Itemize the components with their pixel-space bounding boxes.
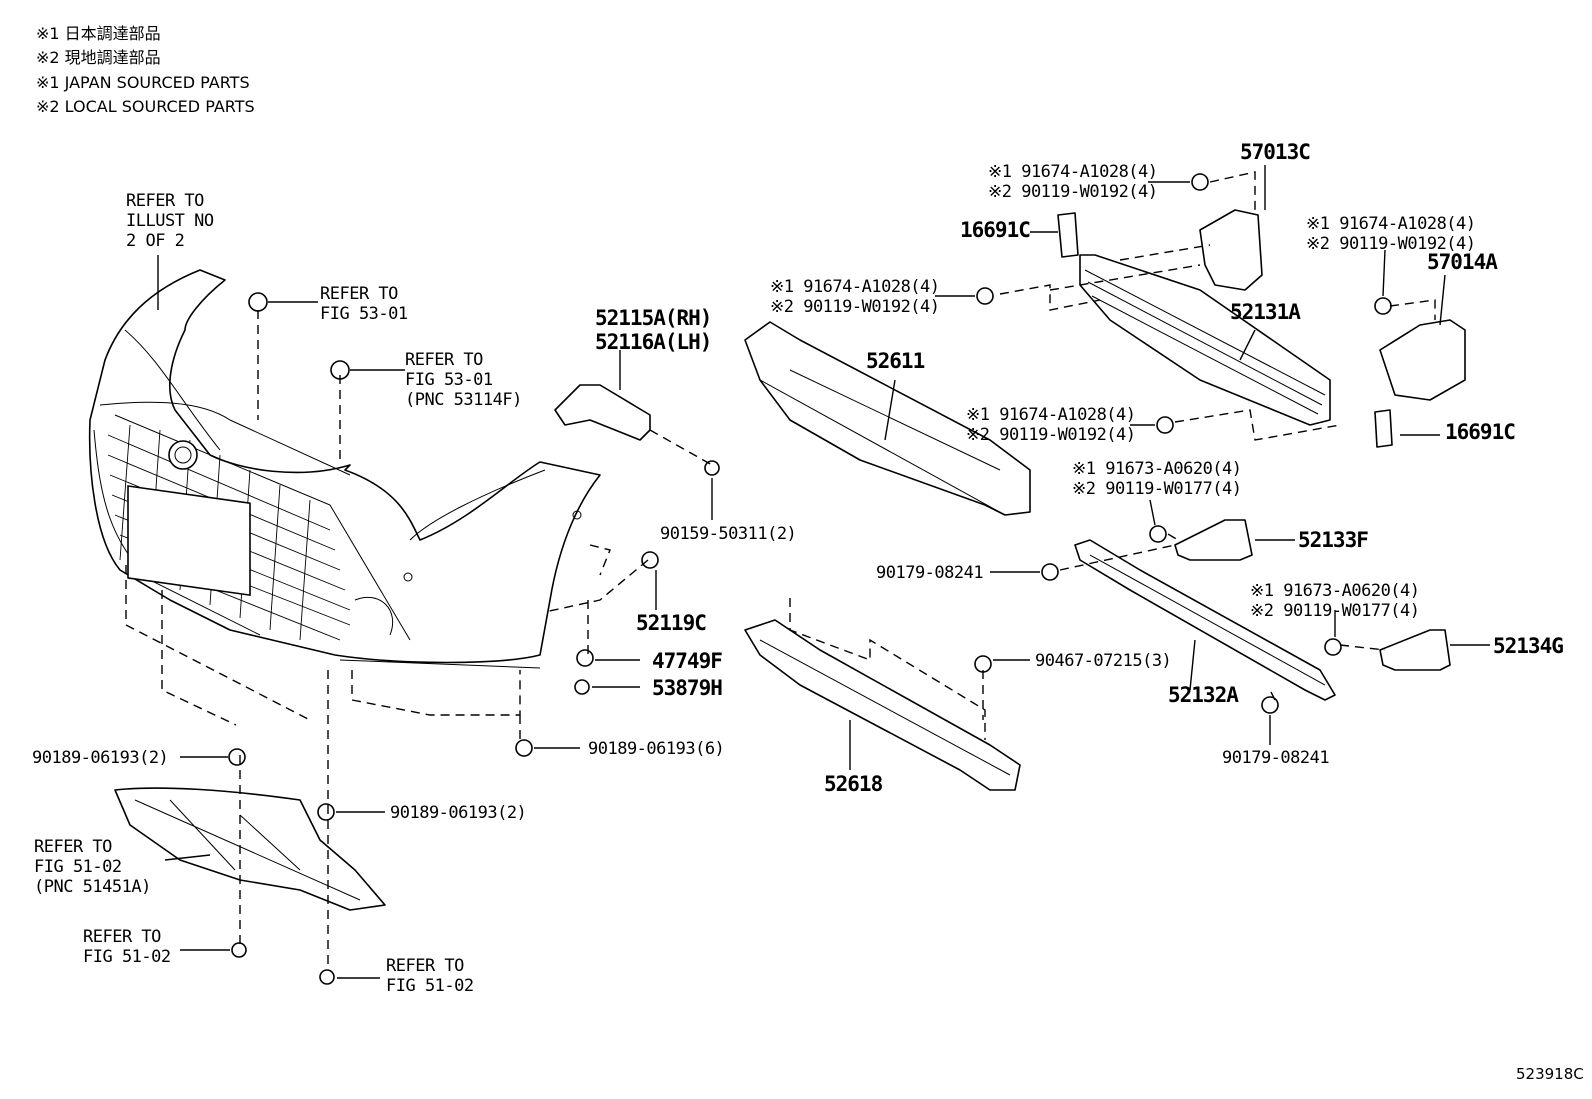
part-52131A[interactable]: 52131A [1230,300,1301,324]
part-16691C-right[interactable]: 16691C [1445,420,1516,444]
absorber-52618-drawing [744,619,1021,791]
reinforcement-52131A-drawing [1079,254,1331,426]
fastener-90179-b[interactable]: 90179-08241 [1222,748,1330,768]
refer-fig53-callout-b: REFER TO FIG 53-01 (PNC 53114F) [405,350,522,410]
fastener-52133[interactable]: ※1 91673-A0620(4) ※2 90119-W0177(4) [1072,459,1242,499]
part-52132A[interactable]: 52132A [1168,683,1239,707]
note-japan-jp: ※1 日本調達部品 [36,24,161,43]
fastener-90189-a[interactable]: 90189-06193(2) [32,748,169,768]
note-japan-en: ※1 JAPAN SOURCED PARTS [36,73,250,92]
fastener-top[interactable]: ※1 91674-A1028(4) ※2 90119-W0192(4) [988,162,1158,202]
bracket-57013C-drawing [1199,209,1263,291]
fastener-90189-c[interactable]: 90189-06193(2) [390,803,527,823]
fastener-right[interactable]: ※1 91674-A1028(4) ※2 90119-W0192(4) [1306,214,1476,254]
part-52611[interactable]: 52611 [866,349,925,373]
part-53879H[interactable]: 53879H [652,676,723,700]
fastener-52134[interactable]: ※1 91673-A0620(4) ※2 90119-W0177(4) [1250,581,1420,621]
refer-fig51-callout-a: REFER TO FIG 51-02 [83,927,171,967]
part-47749F[interactable]: 47749F [652,649,723,673]
support-52132A-drawing [1074,539,1336,701]
fastener-mid[interactable]: ※1 91674-A1028(4) ※2 90119-W0192(4) [966,405,1136,445]
part-57013C[interactable]: 57013C [1240,140,1311,164]
fastener-left[interactable]: ※1 91674-A1028(4) ※2 90119-W0192(4) [770,277,940,317]
refer-illust-callout: REFER TO ILLUST NO 2 OF 2 [126,191,214,251]
part-52618[interactable]: 52618 [824,772,883,796]
part-52119C[interactable]: 52119C [636,611,707,635]
bracket-52134G-drawing [1379,629,1451,671]
part-16691C-top[interactable]: 16691C [960,218,1031,242]
absorber-52611-drawing [744,321,1031,516]
bumper-cover-drawing [88,269,601,669]
spacer-16691C-right-drawing [1374,409,1393,448]
under-cover-drawing [114,787,386,911]
part-52115A[interactable]: 52115A(RH) 52116A(LH) [595,306,712,354]
refer-fig51-callout-b: REFER TO FIG 51-02 [386,956,474,996]
part-52134G[interactable]: 52134G [1493,634,1564,658]
note-local-en: ※2 LOCAL SOURCED PARTS [36,97,255,116]
part-57014A[interactable]: 57014A [1427,250,1498,274]
illustration-id: 523918C [1516,1065,1584,1083]
note-local-jp: ※2 現地調達部品 [36,48,161,67]
refer-fig53-callout-a: REFER TO FIG 53-01 [320,284,408,324]
bracket-57014A-drawing [1379,319,1466,401]
bracket-52133F-drawing [1174,519,1253,561]
fastener-90189-b[interactable]: 90189-06193(6) [588,739,725,759]
fastener-90179-a[interactable]: 90179-08241 [876,563,984,583]
bracket-52115A-drawing [554,384,651,441]
fastener-90467[interactable]: 90467-07215(3) [1035,651,1172,671]
refer-fig51-cover-callout: REFER TO FIG 51-02 (PNC 51451A) [34,837,151,897]
fastener-90159[interactable]: 90159-50311(2) [660,524,797,544]
part-52133F[interactable]: 52133F [1298,528,1369,552]
spacer-16691C-top-drawing [1057,212,1079,258]
